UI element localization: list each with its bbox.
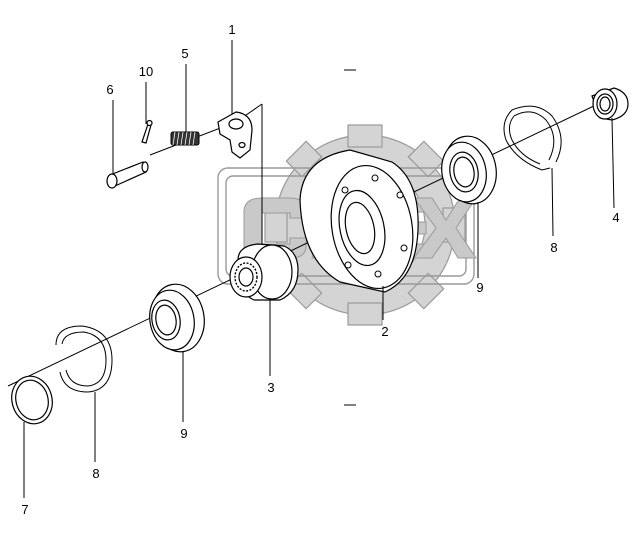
- leader-lines: [23, 40, 615, 498]
- part-label-6: 6: [106, 82, 113, 97]
- bushing: [591, 87, 629, 121]
- cotter-pin: [141, 119, 153, 144]
- part-label-7: 7: [21, 502, 28, 517]
- part-label-3: 3: [267, 380, 274, 395]
- part-label-2: 2: [381, 324, 388, 339]
- retaining-ring-right: [503, 105, 562, 171]
- tick-marks: [344, 69, 356, 406]
- part-label-1: 1: [228, 22, 235, 37]
- part-label-4: 4: [612, 210, 619, 225]
- part-label-9-left: 9: [180, 426, 187, 441]
- clevis-lever: [217, 111, 253, 159]
- leader-line-4: [611, 117, 615, 209]
- bearing-right: [441, 135, 497, 205]
- part-labels: 1 10 5 6 4 8 9 2 3 9 8 7: [21, 22, 619, 517]
- part-label-8-right: 8: [550, 240, 557, 255]
- hub-nut: [229, 243, 299, 301]
- part-label-9-right: 9: [476, 280, 483, 295]
- pin: [106, 161, 149, 189]
- part-label-5: 5: [181, 46, 188, 61]
- spring: [170, 131, 200, 146]
- retaining-ring-left: [55, 325, 113, 393]
- leader-line-8-right: [551, 167, 554, 237]
- part-label-10: 10: [139, 64, 153, 79]
- part-label-8-left: 8: [92, 466, 99, 481]
- bearing-left: [149, 283, 205, 353]
- circlip: [11, 375, 53, 425]
- wheel-hub: [299, 149, 419, 293]
